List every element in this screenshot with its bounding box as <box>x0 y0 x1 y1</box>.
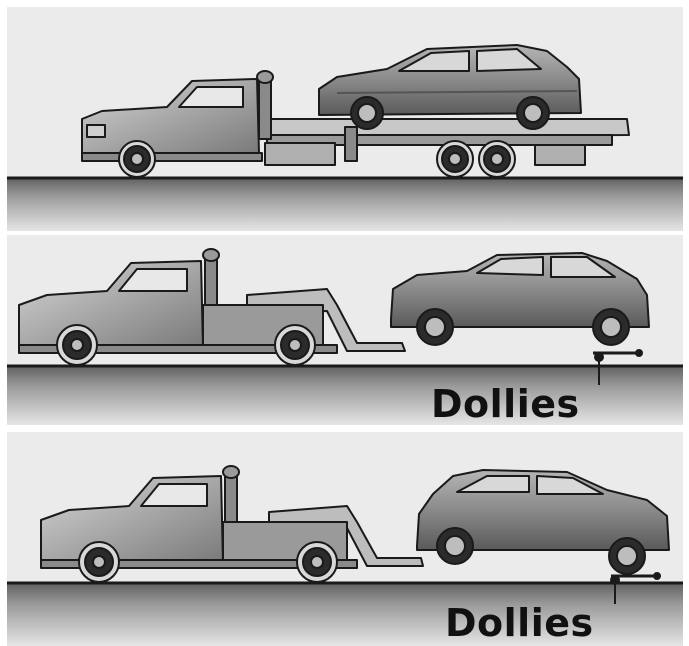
car-rear-wheel-on-dolly <box>593 309 629 345</box>
truck-front-wheel <box>57 325 97 365</box>
car-rear-wheel <box>517 97 549 129</box>
wheel-lift-rear-illustration <box>7 235 683 425</box>
road-surface <box>7 365 683 425</box>
car-front-wheel-on-dolly <box>609 538 645 574</box>
car-front-wheel <box>417 309 453 345</box>
car-front-wheel <box>351 97 383 129</box>
wheel-lift-panel-rear-dollies: Dollies <box>7 235 683 425</box>
flatbed-illustration <box>7 7 683 231</box>
dollies-label: Dollies <box>431 385 580 423</box>
truck-rear-wheel-2 <box>479 141 515 177</box>
truck-rear-wheel-1 <box>437 141 473 177</box>
road-surface <box>7 177 683 231</box>
truck-rear-wheel <box>275 325 315 365</box>
flatbed-panel <box>7 7 683 231</box>
car-rear-wheel <box>437 528 473 564</box>
truck-rear-wheel <box>297 542 337 582</box>
truck-front-wheel <box>119 141 155 177</box>
wheel-lift-panel-front-dollies: Dollies <box>7 432 683 646</box>
truck-front-wheel <box>79 542 119 582</box>
dollies-label: Dollies <box>445 604 594 642</box>
